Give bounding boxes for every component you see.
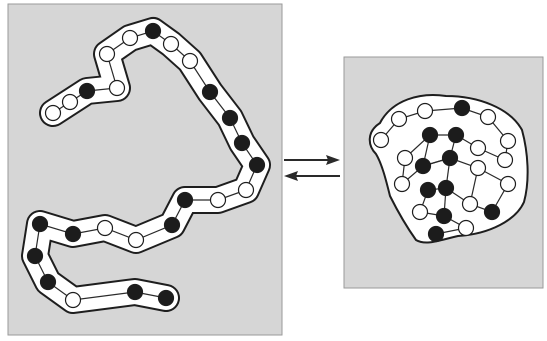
- polar-residue: [164, 37, 179, 52]
- polar-residue: [183, 54, 198, 69]
- right-arrow-icon: [284, 155, 340, 165]
- hydrophobic-residue: [485, 205, 500, 220]
- polar-residue: [501, 134, 516, 149]
- hydrophobic-residue: [455, 101, 470, 116]
- polar-residue: [498, 153, 513, 168]
- hydrophobic-residue: [449, 128, 464, 143]
- hydrophobic-residue: [437, 209, 452, 224]
- hydrophobic-residue: [429, 227, 444, 242]
- polar-residue: [398, 151, 413, 166]
- polar-residue: [211, 193, 226, 208]
- hydrophobic-residue: [41, 275, 56, 290]
- polar-residue: [129, 233, 144, 248]
- hydrophobic-residue: [423, 128, 438, 143]
- hydrophobic-residue: [28, 249, 43, 264]
- hydrophobic-residue: [165, 218, 180, 233]
- polar-residue: [63, 95, 78, 110]
- hydrophobic-residue: [159, 291, 174, 306]
- polar-residue: [392, 112, 407, 127]
- polar-residue: [413, 205, 428, 220]
- hydrophobic-residue: [250, 158, 265, 173]
- polar-residue: [418, 104, 433, 119]
- hydrophobic-residue: [443, 151, 458, 166]
- hydrophobic-residue: [128, 285, 143, 300]
- hydrophobic-residue: [66, 227, 81, 242]
- polar-residue: [471, 161, 486, 176]
- polar-residue: [374, 133, 389, 148]
- polar-residue: [123, 31, 138, 46]
- hydrophobic-residue: [80, 84, 95, 99]
- polar-residue: [459, 221, 474, 236]
- polar-residue: [395, 177, 410, 192]
- hydrophobic-residue: [421, 183, 436, 198]
- polar-residue: [239, 183, 254, 198]
- hydrophobic-residue: [439, 181, 454, 196]
- polar-residue: [501, 177, 516, 192]
- left-arrow-icon: [284, 171, 340, 181]
- hydrophobic-residue: [235, 136, 250, 151]
- polar-residue: [100, 47, 115, 62]
- hydrophobic-residue: [178, 193, 193, 208]
- polar-residue: [98, 221, 113, 236]
- hydrophobic-residue: [416, 159, 431, 174]
- hydrophobic-residue: [223, 111, 238, 126]
- equilibrium-arrows: [284, 155, 340, 181]
- polar-residue: [463, 197, 478, 212]
- polar-residue: [66, 293, 81, 308]
- hydrophobic-residue: [33, 217, 48, 232]
- polar-residue: [110, 81, 125, 96]
- polar-residue: [46, 106, 61, 121]
- hydrophobic-residue: [203, 85, 218, 100]
- polar-residue: [471, 141, 486, 156]
- polar-residue: [481, 110, 496, 125]
- hydrophobic-residue: [146, 24, 161, 39]
